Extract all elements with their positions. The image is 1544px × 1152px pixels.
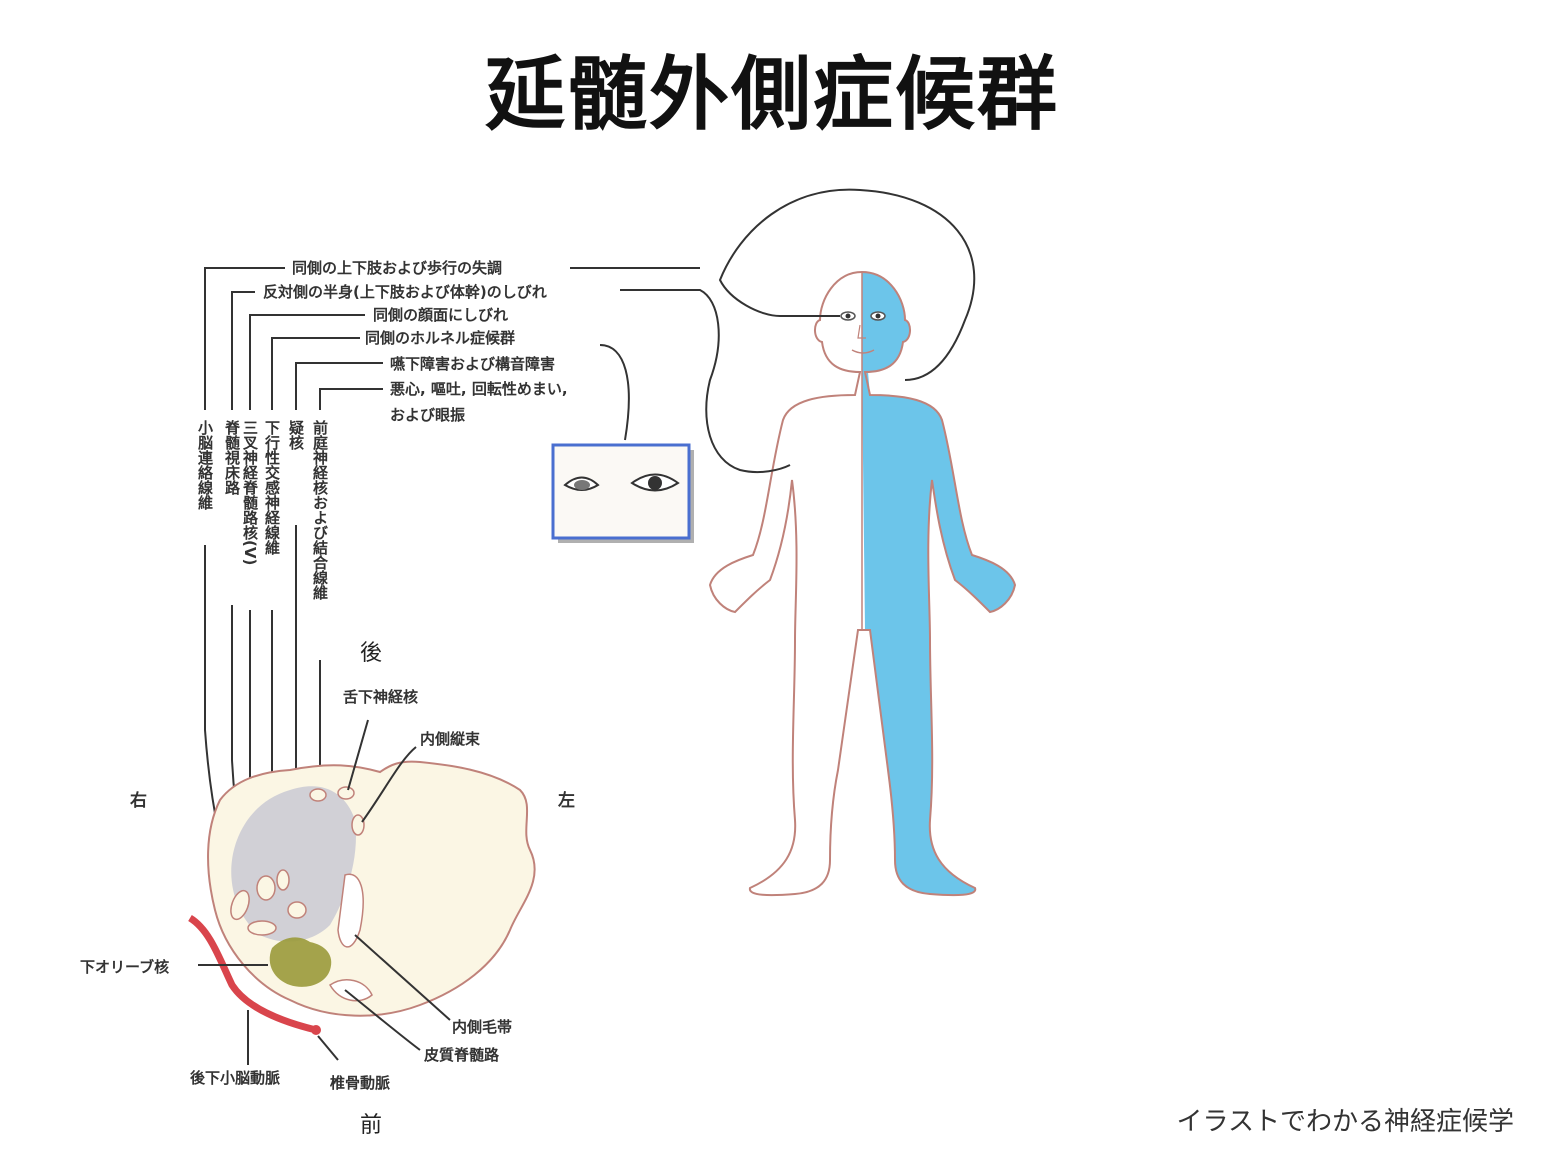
tract-label: 前庭神経核および結合線維 [311,419,329,601]
inferior-olive [269,937,332,987]
corticospinal-label: 皮質脊髄路 [424,1046,500,1064]
page-title: 延髄外側症候群 [485,48,1059,141]
symptom-label: 嚥下障害および構音障害 [390,355,555,373]
orientation-posterior: 後 [360,641,382,666]
symptom-label: 同側の上下肢および歩行の失調 [292,259,502,277]
symptom-label: 悪心, 嘔吐, 回転性めまい, [390,380,568,398]
orientation-anterior: 前 [360,1113,382,1138]
horner-loop [718,188,976,381]
structure-leaders [198,719,451,1065]
symptom-leaders [204,267,700,410]
lesion-area [231,786,356,942]
tract-label: 脊髄視床路 [223,419,241,495]
body-figure [708,270,1017,897]
inferior-olive-label: 下オリーブ核 [80,958,169,976]
medial-lemniscus-label: 内側毛帯 [452,1018,512,1036]
sensory-loop [620,289,791,474]
hypoglossal-label: 舌下神経核 [343,688,418,706]
symptom-label: 反対側の半身(上下肢および体幹)のしびれ [263,283,547,301]
mlf-label: 内側縦束 [420,730,481,748]
tract-label: 疑核 [287,420,305,451]
tract-label: 小脳連絡線維 [196,420,214,511]
symptom-label: 同側の顔面にしびれ [373,306,508,324]
eye-inset [551,443,694,543]
artery [188,915,317,1034]
tract-label: 三叉神経脊髄路核(V) [241,420,259,565]
body-outline [708,270,1017,897]
vertebral-label: 椎骨動脈 [330,1074,390,1092]
pica-label: 後下小脳動脈 [189,1069,280,1087]
orientation-left: 左 [558,790,575,811]
symptom-label: および眼振 [390,406,465,424]
tract-labels: 小脳連絡線維 脊髄視床路 三叉神経脊髄路核(V) 下行性交感神経線維 疑核 前庭… [196,419,329,601]
medulla-section [188,760,536,1035]
symptom-label: 同側のホルネル症候群 [365,329,515,347]
tract-label: 下行性交感神経線維 [263,420,281,556]
affected-half [862,272,1015,896]
source-credit: イラストでわかる神経症候学 [1176,1107,1514,1137]
symptom-list: 同側の上下肢および歩行の失調 反対側の半身(上下肢および体幹)のしびれ 同側の顔… [263,259,568,424]
orientation-right: 右 [130,790,147,811]
